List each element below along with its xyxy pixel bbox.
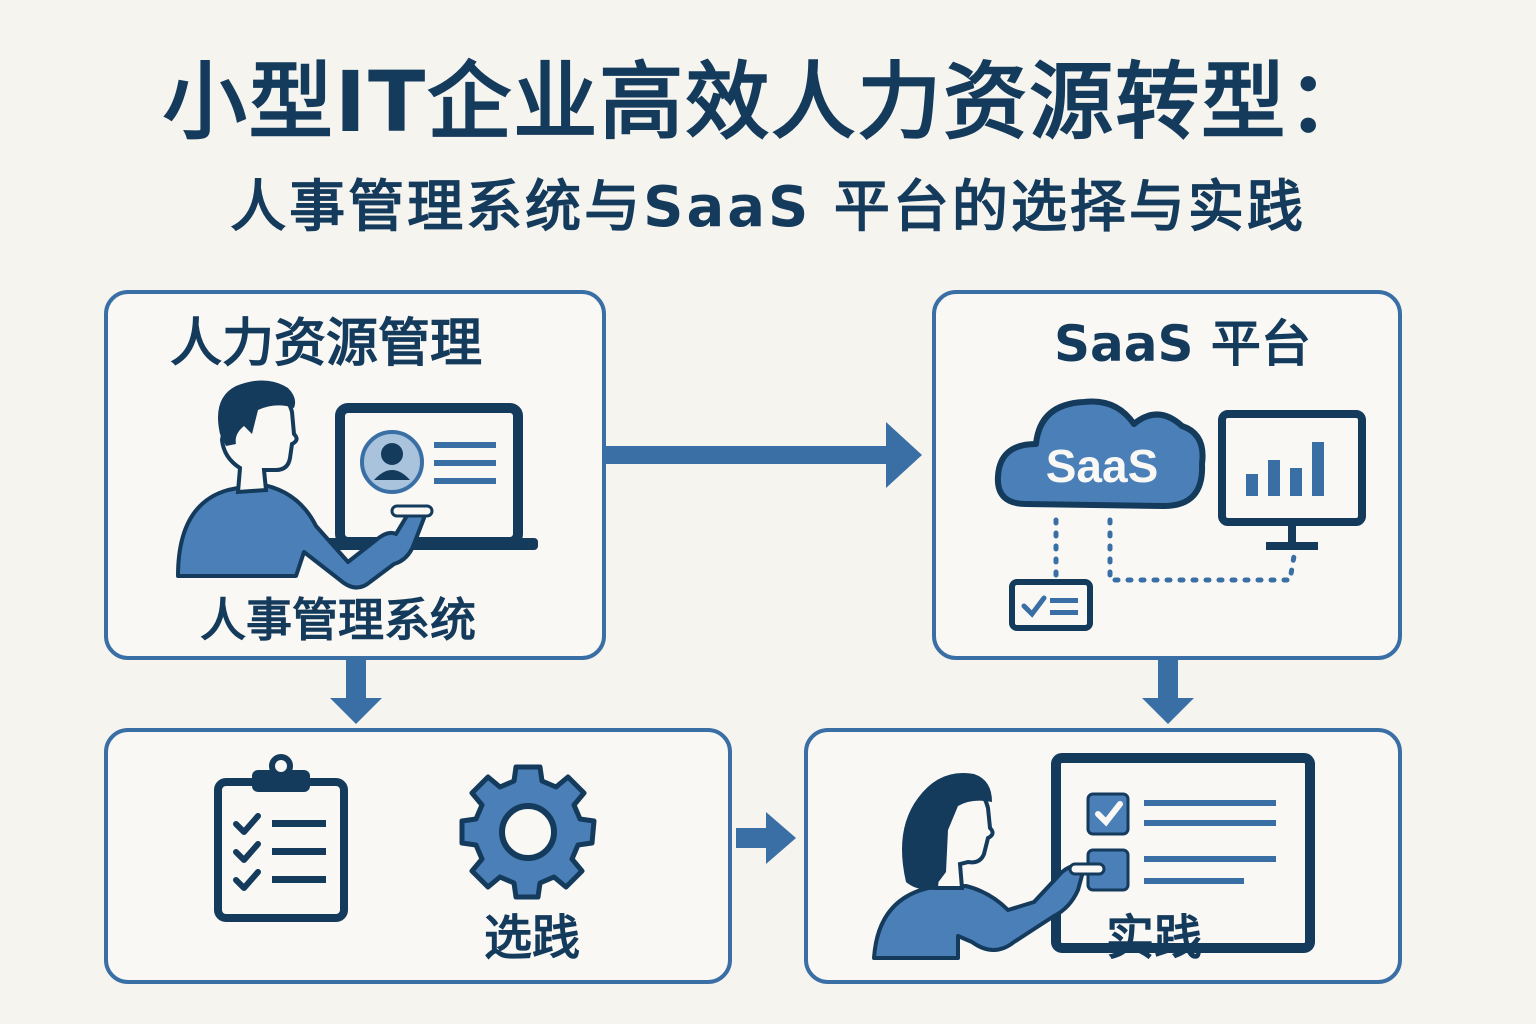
select-box: 选践 bbox=[104, 728, 732, 984]
page-title: 小型IT企业高效人力资源转型： bbox=[162, 53, 1374, 151]
arrow-select-to-practice-head bbox=[766, 812, 796, 864]
arrow-saas-down-head bbox=[1142, 698, 1194, 724]
hr-box-title: 人力资源管理 bbox=[170, 314, 483, 374]
select-box-art bbox=[214, 754, 597, 922]
gear-icon bbox=[459, 764, 597, 900]
arrow-hr-to-saas-head bbox=[886, 422, 922, 488]
select-caption: 选践 bbox=[484, 910, 581, 966]
hr-system-caption: 人事管理系统 bbox=[200, 593, 476, 647]
saas-platform-art: SaaS bbox=[994, 398, 1366, 631]
arrow-hr-to-saas-shaft bbox=[606, 446, 892, 464]
arrow-select-to-practice-shaft bbox=[736, 828, 770, 848]
person-at-laptop-icon bbox=[176, 380, 538, 590]
bar-chart-monitor-icon bbox=[1218, 410, 1366, 550]
practice-caption: 实践 bbox=[1106, 910, 1203, 966]
cloud-label: SaaS bbox=[1046, 440, 1159, 492]
hr-management-box: 人力资源管理 人事管理系统 bbox=[104, 290, 606, 660]
clipboard-checklist-icon bbox=[214, 754, 348, 922]
saas-platform-box: SaaS 平台 SaaS bbox=[932, 290, 1402, 660]
arrow-hr-down-shaft bbox=[346, 660, 366, 700]
cloud-icon bbox=[994, 398, 1206, 509]
saas-box-title: SaaS 平台 bbox=[1054, 315, 1311, 373]
user-profile-card-icon bbox=[360, 430, 496, 494]
arrow-hr-down-head bbox=[330, 698, 382, 724]
woman-at-screen-icon bbox=[872, 753, 1315, 960]
page-subtitle: 人事管理系统与SaaS 平台的选择与实践 bbox=[230, 175, 1306, 240]
checkmark-card-icon bbox=[1009, 579, 1093, 631]
arrow-saas-down-shaft bbox=[1158, 660, 1178, 700]
practice-box: 实践 bbox=[804, 728, 1402, 984]
